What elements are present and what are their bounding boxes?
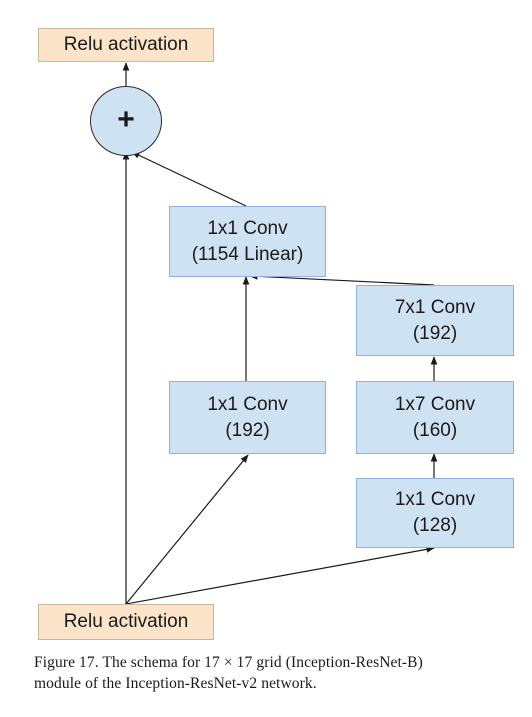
figure-caption-line1: Figure 17. The schema for 17 × 17 grid (… [34,654,423,671]
conv-1x1-128-line1: 1x1 Conv [394,489,476,510]
relu-activation-top-label: Relu activation [63,34,189,55]
conv-7x1: 7x1 Conv (192) [356,285,514,356]
conv-1x1-192-line2: (192) [225,419,270,441]
conv-1x1-linear: 1x1 Conv (1154 Linear) [169,206,326,277]
conv-1x1-192: 1x1 Conv (192) [169,381,326,454]
conv-7x1-line2: (192) [412,322,458,344]
figure-caption-line2: module of the Inception-ResNet-v2 networ… [34,675,317,692]
conv-1x1-128-line2: (128) [412,515,458,536]
relu-activation-bottom: Relu activation [38,604,214,640]
sum-node: + [90,86,162,156]
plus-icon: + [117,102,135,136]
conv-1x1-linear-line2: (1154 Linear) [191,243,304,265]
edge-linear-to-sum [131,151,247,207]
conv-1x1-128: 1x1 Conv (128) [356,478,514,548]
relu-activation-bottom-label: Relu activation [63,611,189,632]
conv-1x1-192-line1: 1x1 Conv [207,393,288,415]
conv-1x7-line2: (160) [412,419,458,441]
edge-conv-7x1-to-linear [249,273,435,286]
relu-activation-top: Relu activation [38,28,214,62]
inception-resnet-b-diagram: Relu activation + 1x1 Conv (1154 Linear)… [38,28,514,640]
conv-7x1-line1: 7x1 Conv [394,296,476,318]
conv-1x1-linear-line1: 1x1 Conv [207,217,288,239]
conv-1x7: 1x7 Conv (160) [356,381,514,454]
figure-caption: Figure 17. The schema for 17 × 17 grid (… [34,652,524,694]
conv-1x7-line1: 1x7 Conv [394,393,476,415]
diagram-edges [122,62,438,605]
edge-relu-to-conv-128 [125,546,435,605]
edge-relu-to-conv-192 [125,454,249,605]
